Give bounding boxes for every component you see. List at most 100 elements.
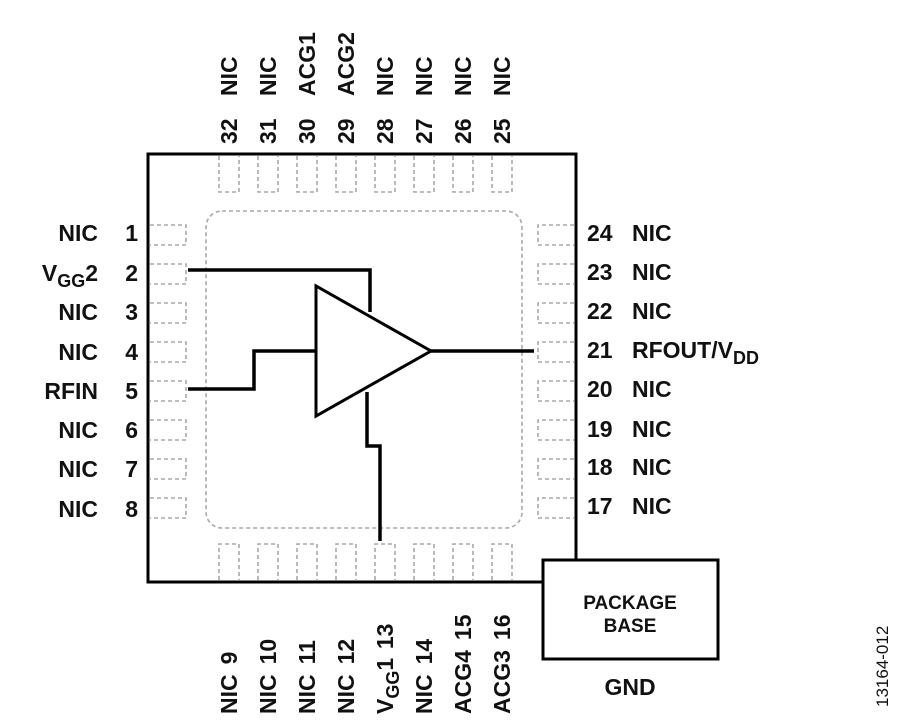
pin-name: NIC [632,376,672,402]
pin-name: NIC [632,454,672,480]
pin-name: NIC [632,416,672,442]
right-pin-label: RFOUT/VDD [632,337,759,368]
pin-name: NIC [294,674,320,714]
gnd-label: GND [604,674,655,700]
pin-name: NIC [632,493,672,519]
bottom-pin-label: NIC10 [255,639,281,714]
right-pad [537,341,574,363]
bottom-pin-label: NIC14 [411,639,437,714]
left-pad [150,497,187,519]
pin-pads [150,156,574,580]
pin-name: NIC [58,299,98,325]
pin-number: 27 [411,118,437,144]
pin-number: 13 [372,624,398,650]
pin-number: 1 [125,220,138,246]
pin-number: 3 [125,299,138,325]
pin-number: 5 [125,378,138,404]
pin-name-subscript: GG [57,271,85,291]
top-pad [257,156,279,193]
pin-name: NIC [216,674,242,714]
pin-name: ACG4 [450,650,476,714]
vgg1-wire [365,392,382,541]
left-pad [150,302,187,324]
top-pad [296,156,318,193]
pin-number: 4 [125,339,138,365]
bottom-pad [257,543,279,580]
pin-name: V [372,698,398,714]
top-pin-label: NIC [489,56,515,96]
bottom-pad [413,543,435,580]
pin-number: 6 [125,417,138,443]
right-pad [537,458,574,480]
package-base-box [541,558,720,661]
pin-name: NIC [58,417,98,443]
pin-name: NIC [632,259,672,285]
bottom-pin-label: NIC9 [216,652,242,714]
pin-name-subscript: GG [383,671,403,699]
right-pad [537,497,574,519]
left-pin-label: VGG2 [42,260,98,291]
pin-number: 12 [333,639,359,665]
bottom-pad [452,543,474,580]
pin-number: 18 [587,454,613,480]
pin-name: NIC [333,674,359,714]
right-pin-label: NIC [632,416,672,442]
pin-number: 29 [333,118,359,144]
left-pad [150,380,187,402]
top-pin-label: NIC [255,56,281,96]
right-pin-label: NIC [632,454,672,480]
top-pad [413,156,435,193]
left-pin-label: NIC [58,339,98,365]
left-pad [150,263,187,285]
package-base-line2: BASE [604,616,657,637]
pin-name: V [42,260,58,286]
pin-name-subscript: DD [733,348,759,368]
top-pin-label: NIC [372,56,398,96]
left-pin-label: RFIN [44,378,98,404]
bottom-pin-label: VGG1 13 [372,624,403,714]
bottom-pad [218,543,240,580]
pin-number: 19 [587,416,613,442]
pin-number: 32 [216,118,242,144]
pin-number: 10 [255,639,281,665]
top-pad [335,156,357,193]
pin-name: NIC [450,56,476,96]
pin-number: 15 [450,614,476,640]
pin-name: NIC [58,339,98,365]
pin-name: NIC [632,298,672,324]
package-base-line1: PACKAGE [583,593,677,614]
top-pin-label: NIC [216,56,242,96]
pin-name: NIC [372,56,398,96]
top-pin-label: ACG1 [294,32,320,96]
left-pin-label: NIC [58,299,98,325]
pin-number: 31 [255,118,281,144]
bottom-pad [296,543,318,580]
pin-number: 8 [125,496,138,522]
right-pin-label: NIC [632,493,672,519]
pin-name: RFIN [44,378,98,404]
pin-number: 17 [587,493,613,519]
left-pin-label: NIC [58,456,98,482]
left-pad [150,224,187,246]
right-pad [537,380,574,402]
top-pin-label: NIC [411,56,437,96]
right-pin-label: NIC [632,298,672,324]
pin-name: NIC [632,220,672,246]
rfin-wire [188,349,316,391]
pin-number: 25 [489,118,515,144]
pin-number: 23 [587,259,613,285]
pin-name: NIC [58,220,98,246]
bottom-pad [335,543,357,580]
pin-number: 7 [125,456,138,482]
vgg2-wire [188,268,372,312]
left-pad [150,458,187,480]
pin-name: NIC [216,56,242,96]
right-pad [537,302,574,324]
pin-name-suffix: 1 [372,658,398,671]
pin-name: NIC [489,56,515,96]
right-pin-label: NIC [632,220,672,246]
pin-name: ACG1 [294,32,320,96]
